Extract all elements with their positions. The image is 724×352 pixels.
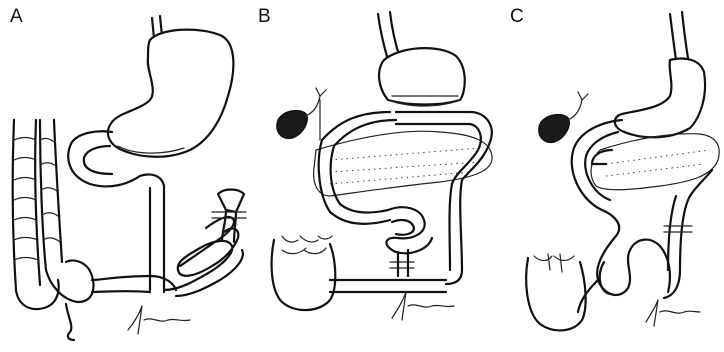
panel-a-signature <box>128 306 190 334</box>
panel-a-stomach <box>108 16 233 157</box>
panel-c-stomach <box>615 59 705 138</box>
panel-b-signature <box>392 292 454 320</box>
panel-c-bowel-loops <box>572 120 622 236</box>
panel-b-drawing <box>272 12 493 320</box>
panel-b-gallbladder <box>277 111 307 139</box>
panel-a-drawing <box>13 16 246 340</box>
panel-c-pancreas <box>591 134 719 190</box>
panel-a-colon <box>13 120 94 340</box>
panel-c-colon <box>526 258 585 330</box>
panel-c-drawing <box>526 12 719 330</box>
panel-c-signature <box>646 300 700 326</box>
panel-c-gallbladder <box>539 115 569 143</box>
